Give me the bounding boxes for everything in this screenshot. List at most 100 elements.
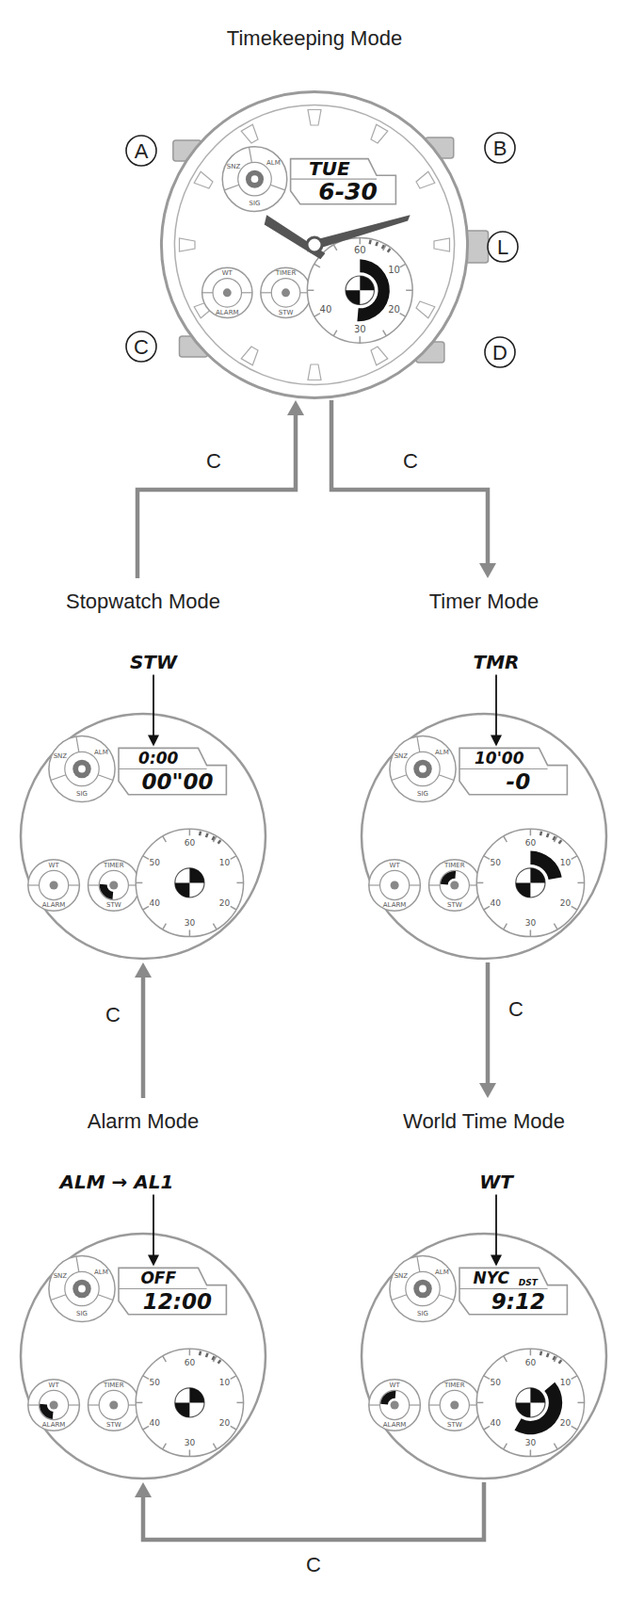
dial-tick [212,1355,217,1362]
function-dial [222,146,288,212]
dial-tick [230,1425,237,1430]
dial-word: ALARM [215,308,240,316]
dial-divider [68,884,81,886]
hour-marker [241,124,258,144]
button-letter: D [492,342,508,364]
mode-dial-inner [212,278,242,307]
dial-word: STW [278,308,294,316]
button-letter: B [493,138,508,160]
dial-word: ALARM [383,901,407,909]
dial-divider [438,774,454,781]
hour-marker [416,301,435,319]
mode-title: Timekeeping Mode [226,28,403,49]
dial-tick [189,1449,192,1456]
dial-hub-dot [78,765,86,773]
lcd-window [118,1267,226,1314]
hour-marker [307,364,322,381]
level-bar [559,1359,563,1364]
dial-tick [230,1375,237,1380]
level-bar [206,833,209,838]
lcd-lower: 12:00 [143,1290,212,1313]
dial-number: 10 [560,857,571,867]
dial-hub [72,1279,92,1299]
dial-word: ALARM [42,1421,66,1429]
mode-arrow [479,962,497,1098]
dial-tick [162,836,167,842]
dial-divider [270,184,286,191]
quarter-icon [175,868,205,898]
arrow-head [479,563,497,579]
dial-hub-dot [78,1285,86,1293]
arrow-line [141,975,146,1098]
button-label: C [203,450,225,472]
dial-number: 30 [184,918,195,928]
lcd-window [459,747,567,794]
button-label: C [400,450,421,472]
level-bar [206,1352,209,1357]
mode-dial-inner [39,1389,69,1419]
mode-title: Alarm Mode [87,1111,200,1132]
dial-tick [553,923,558,930]
quarter-icon-fill [530,1387,546,1403]
mode-callout: ALM → AL1 [60,1172,175,1192]
dial-divider [28,884,40,886]
dial-tick [483,1375,490,1380]
dial-number: 30 [354,324,367,335]
dial-tick [135,882,143,885]
dial-tick [400,313,406,317]
level-bar [382,244,385,249]
dial-word: TIMER [103,1381,125,1388]
quarter-icon [515,868,546,898]
dial-tick [476,882,484,885]
dial-tick [189,828,192,836]
mode-arrow [134,1481,484,1540]
watch-bezel [161,91,467,398]
dial-tick [483,855,490,860]
dial-hub [450,880,459,889]
dial-tick [530,1348,532,1355]
dial-word: WT [48,1381,59,1388]
dial-word: ALM [434,749,450,757]
mode-dial [369,859,421,912]
button-label: C [303,1554,324,1576]
dial-number: 20 [560,898,571,907]
dial-number: 40 [149,898,161,907]
level-bar [198,831,202,836]
dial-number: 30 [525,918,536,928]
hour-hand [264,214,326,259]
arrow-head [287,400,305,416]
dial-number: 60 [184,1357,195,1367]
dial-divider [391,1294,407,1301]
dial-tick [162,1443,167,1450]
dial-divider [260,291,272,293]
seconds-dial [135,828,243,936]
dial-number: 60 [525,837,536,847]
dial-number: 20 [560,1417,571,1427]
mode-arrow [137,400,305,579]
dial-hub [390,1400,400,1409]
quarter-icon-fill [515,1401,532,1418]
hour-marker [370,346,388,366]
arrow-line [137,413,296,579]
dial-divider [429,1403,441,1405]
dial-divider [50,774,66,781]
dial-divider [28,1403,40,1405]
dial-hub [413,759,433,779]
dial-tick [143,905,149,910]
lcd-upper: OFF [140,1270,177,1287]
dial-number: 30 [525,1438,536,1448]
dial-number: 10 [219,857,230,867]
dial-tick [143,1425,149,1430]
arrow-line [331,400,488,565]
dial-hub [281,288,290,297]
quarter-icon-fill [530,868,546,884]
dial-tick [359,237,362,244]
dial-divider [97,774,113,781]
hour-marker [241,346,258,366]
level-bar [368,240,371,244]
dial-hub [49,1400,59,1409]
mode-dial [260,267,311,318]
dial-word: ALM [94,1269,109,1276]
level-bar [218,1359,222,1364]
dial-number: 10 [219,1377,230,1386]
